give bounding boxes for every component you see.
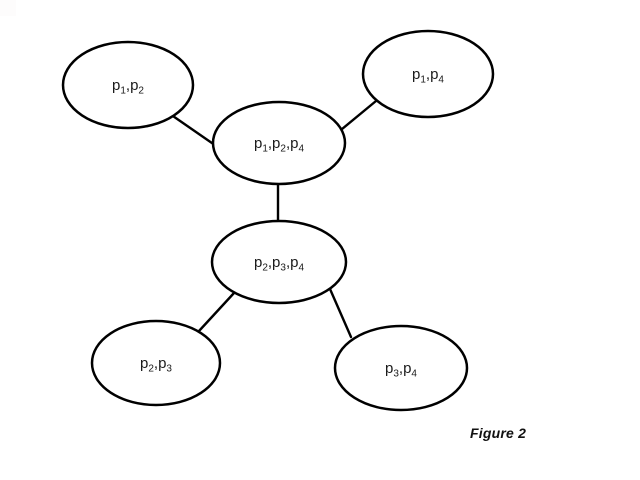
diagram-edge-n4-n6 bbox=[328, 287, 353, 339]
node-label: p1​,p2​,p4​ bbox=[254, 135, 305, 155]
node-label: p1​,p4​ bbox=[412, 66, 444, 86]
node-ellipse bbox=[333, 324, 469, 412]
node-label: p3​,p4​ bbox=[385, 360, 417, 380]
diagram-edge-n4-n5 bbox=[197, 291, 236, 333]
corner-artifact bbox=[0, 0, 16, 16]
diagram-node-n6: p3​,p4​ bbox=[333, 324, 469, 412]
node-label: p1​,p2​ bbox=[112, 77, 144, 97]
diagram-edge-n2-n3 bbox=[334, 99, 378, 136]
nodes-layer: p1​,p2​ p1​,p4​ p1​,p2​,p4​ p2​,p3​,p4​ p2​,… bbox=[61, 29, 495, 412]
diagram-node-n2: p1​,p4​ bbox=[361, 29, 495, 119]
node-ellipse bbox=[361, 29, 495, 119]
figure-caption: Figure 2 bbox=[470, 425, 527, 441]
diagram-node-n3: p1​,p2​,p4​ bbox=[211, 100, 347, 186]
node-ellipse bbox=[61, 40, 195, 130]
diagram-node-n1: p1​,p2​ bbox=[61, 40, 195, 130]
diagram-node-n4: p2​,p3​,p4​ bbox=[210, 219, 348, 305]
node-ellipse bbox=[90, 319, 222, 407]
diagram-node-n5: p2​,p3​ bbox=[90, 319, 222, 407]
node-label: p2​,p3​ bbox=[140, 355, 172, 375]
node-ellipse bbox=[211, 100, 347, 186]
node-ellipse bbox=[210, 219, 348, 305]
node-label: p2​,p3​,p4​ bbox=[254, 254, 305, 274]
